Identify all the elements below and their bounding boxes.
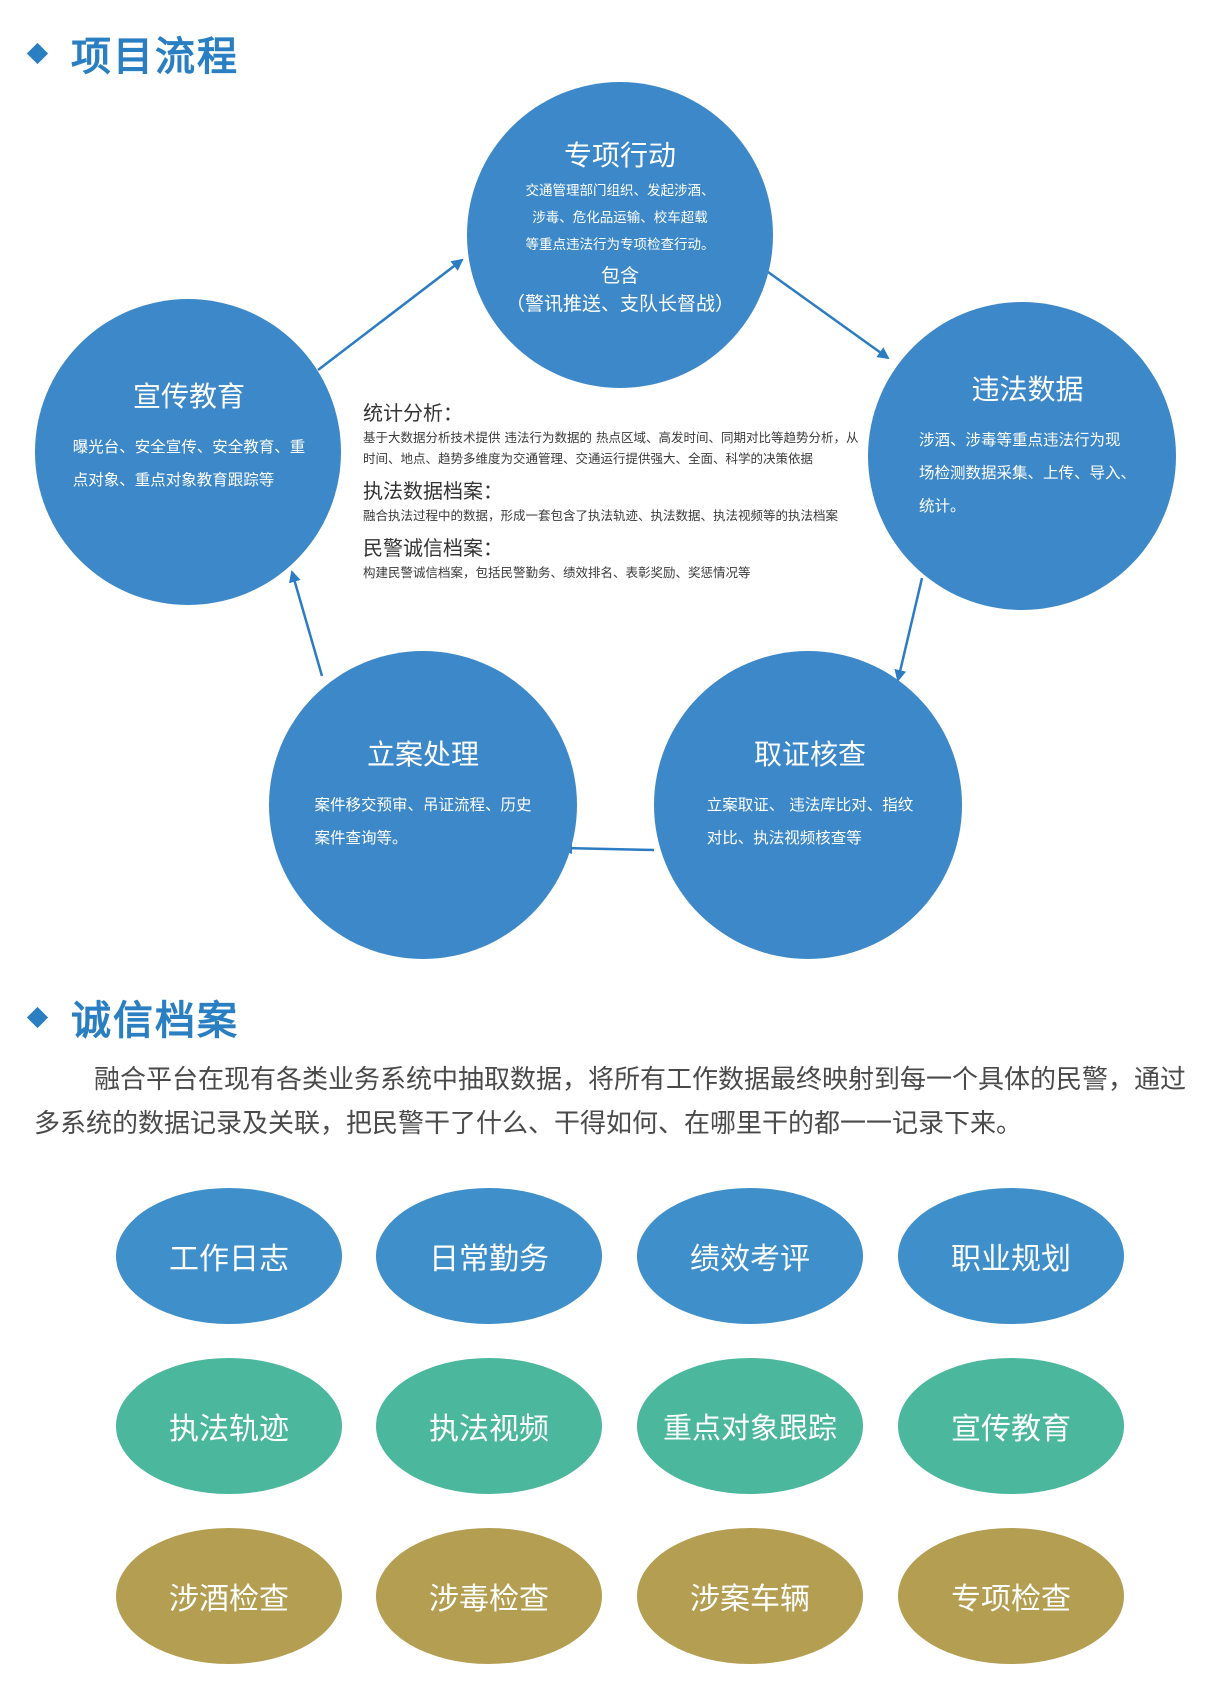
credit-title-text: 诚信档案 bbox=[71, 998, 239, 1044]
arrow-right-to-bottomright bbox=[894, 577, 924, 682]
tag-ellipse: 执法视频 bbox=[376, 1358, 602, 1494]
circle-title: 立案处理 bbox=[366, 738, 479, 771]
section-title-process: 项目流程 bbox=[22, 24, 239, 82]
credit-archive-heading: 民警诚信档案： bbox=[363, 536, 503, 560]
description-line: 立案取证、 违法库比对、指纹 bbox=[706, 796, 914, 814]
description-line: 涉毒、危化品运输、校车超载 bbox=[532, 210, 708, 226]
circle-violation-data: 违法数据 涉酒、涉毒等重点违法行为现 场检测数据采集、上传、导入、 统计。 bbox=[868, 302, 1176, 610]
circle-description: 立案取证、 违法库比对、指纹 对比、执法视频核查等 bbox=[707, 789, 913, 855]
description-line: 涉酒、涉毒等重点违法行为现 bbox=[918, 431, 1121, 449]
stats-body: 基于大数据分析技术提供 违法行为数据的 热点区域、高发时间、同期对比等趋势分析，… bbox=[363, 430, 859, 466]
circle-publicity-education: 宣传教育 曝光台、安全宣传、安全教育、重 点对象、重点对象教育跟踪等 bbox=[35, 299, 341, 605]
stats-heading: 统计分析： bbox=[363, 401, 463, 425]
tag-ellipse: 宣传教育 bbox=[898, 1358, 1124, 1494]
description-line: 场检测数据采集、上传、导入、 bbox=[918, 464, 1136, 482]
tag-ellipse: 执法轨迹 bbox=[116, 1358, 342, 1494]
archive-heading: 执法数据档案： bbox=[363, 479, 503, 503]
circle-evidence-verification: 取证核查 立案取证、 违法库比对、指纹 对比、执法视频核查等 bbox=[654, 651, 962, 959]
description-line: 曝光台、安全宣传、安全教育、重 bbox=[72, 438, 306, 456]
circle-title: 取证核查 bbox=[753, 738, 866, 771]
circle-description: 涉酒、涉毒等重点违法行为现 场检测数据采集、上传、导入、 统计。 bbox=[919, 424, 1136, 523]
description-line: 点对象、重点对象教育跟踪等 bbox=[72, 471, 275, 489]
tag-ellipse: 职业规划 bbox=[898, 1188, 1124, 1324]
tag-ellipse: 专项检查 bbox=[898, 1528, 1124, 1664]
tag-ellipse: 绩效考评 bbox=[637, 1188, 863, 1324]
tag-ellipse: 涉案车辆 bbox=[637, 1528, 863, 1664]
circle-special-action: 专项行动 交通管理部门组织、发起涉酒、 涉毒、危化品运输、校车超载 等重点违法行… bbox=[467, 82, 773, 388]
arrow-bottomright-to-bottomleft bbox=[560, 842, 655, 855]
process-title-text: 项目流程 bbox=[71, 34, 239, 80]
circle-title: 专项行动 bbox=[563, 139, 676, 172]
tag-ellipse: 涉毒检查 bbox=[376, 1528, 602, 1664]
section-title-credit: 诚信档案 bbox=[22, 988, 239, 1046]
tag-ellipse: 涉酒检查 bbox=[116, 1528, 342, 1664]
description-line: 案件移交预审、吊证流程、历史 bbox=[314, 796, 532, 814]
description-line: 交通管理部门组织、发起涉酒、 bbox=[525, 183, 715, 199]
arrow-top-to-right bbox=[767, 270, 890, 360]
archive-body: 融合执法过程中的数据，形成一套包含了执法轨迹、执法数据、执法视频等的执法档案 bbox=[363, 508, 839, 523]
circle-subnote: 包含 （警讯推送、支队长督战） bbox=[506, 262, 734, 318]
tag-ellipse: 重点对象跟踪 bbox=[637, 1358, 863, 1494]
circle-description: 交通管理部门组织、发起涉酒、 涉毒、危化品运输、校车超载 等重点违法行为专项检查… bbox=[526, 178, 715, 259]
description-line: 对比、执法视频核查等 bbox=[706, 829, 862, 847]
circle-description: 案件移交预审、吊证流程、历史 案件查询等。 bbox=[314, 789, 531, 855]
process-arrows bbox=[289, 258, 924, 855]
arrow-left-to-top bbox=[317, 258, 464, 371]
subnote-line: （警讯推送、支队长督战） bbox=[505, 293, 734, 315]
description-line: 等重点违法行为专项检查行动。 bbox=[525, 237, 715, 253]
description-line: 案件查询等。 bbox=[314, 829, 408, 847]
circle-title: 宣传教育 bbox=[132, 380, 245, 413]
subnote-line: 包含 bbox=[600, 265, 639, 287]
circle-description: 曝光台、安全宣传、安全教育、重 点对象、重点对象教育跟踪等 bbox=[73, 431, 306, 497]
diamond-bullet-icon bbox=[26, 1006, 49, 1028]
credit-paragraph: 融合平台在现有各类业务系统中抽取数据，将所有工作数据最终映射到每一个具体的民警，… bbox=[34, 1065, 1187, 1139]
description-line: 统计。 bbox=[918, 497, 966, 515]
center-summary: 统计分析： 基于大数据分析技术提供 违法行为数据的 热点区域、高发时间、同期对比… bbox=[363, 399, 861, 583]
circle-case-handling: 立案处理 案件移交预审、吊证流程、历史 案件查询等。 bbox=[269, 651, 577, 959]
tag-ellipse: 日常勤务 bbox=[376, 1188, 602, 1324]
credit-archive-body: 构建民警诚信档案，包括民警勤务、绩效排名、表彰奖励、奖惩情况等 bbox=[363, 565, 751, 580]
circle-title: 违法数据 bbox=[971, 373, 1084, 406]
tag-ellipse: 工作日志 bbox=[116, 1188, 342, 1324]
arrow-bottomleft-to-left bbox=[289, 570, 324, 677]
